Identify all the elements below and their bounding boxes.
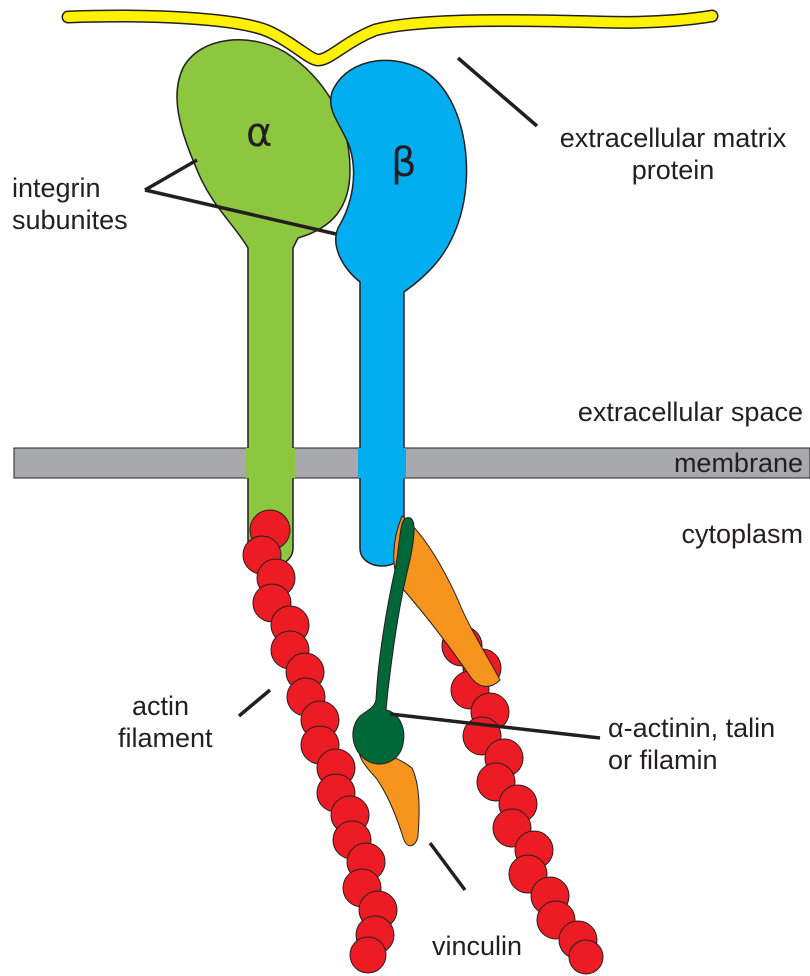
label-actin-line1: actin	[118, 690, 213, 722]
label-extracellular-space: extracellular space	[500, 396, 803, 428]
beta-subunit	[331, 60, 467, 566]
leader-vinculin	[430, 843, 465, 890]
label-ecm-protein: extracellular matrix protein	[540, 122, 806, 186]
label-linker-line1: α-actinin, talin	[608, 712, 775, 744]
label-ecm-protein-line1: extracellular matrix	[540, 122, 806, 154]
alpha-symbol: α	[246, 110, 272, 156]
label-linker-line2: or filamin	[608, 744, 775, 776]
membrane-overlay	[246, 448, 295, 478]
label-integrin-line1: integrin	[12, 172, 128, 204]
label-actin-line2: filament	[118, 722, 213, 754]
label-cytoplasm: cytoplasm	[560, 518, 803, 550]
leader-actin	[239, 690, 270, 716]
label-membrane: membrane	[560, 447, 803, 479]
label-integrin: integrin subunites	[12, 172, 128, 236]
label-vinculin: vinculin	[432, 930, 522, 962]
leader-ecm-protein	[458, 58, 537, 126]
label-ecm-protein-line2: protein	[540, 154, 806, 186]
leader-integrin-alpha	[145, 160, 197, 190]
label-integrin-line2: subunites	[12, 204, 128, 236]
actin-filament-right	[442, 626, 603, 974]
label-linker: α-actinin, talin or filamin	[608, 712, 775, 776]
membrane-overlay-beta	[358, 448, 406, 478]
beta-symbol: β	[391, 140, 417, 186]
label-actin-filament: actin filament	[118, 690, 213, 754]
